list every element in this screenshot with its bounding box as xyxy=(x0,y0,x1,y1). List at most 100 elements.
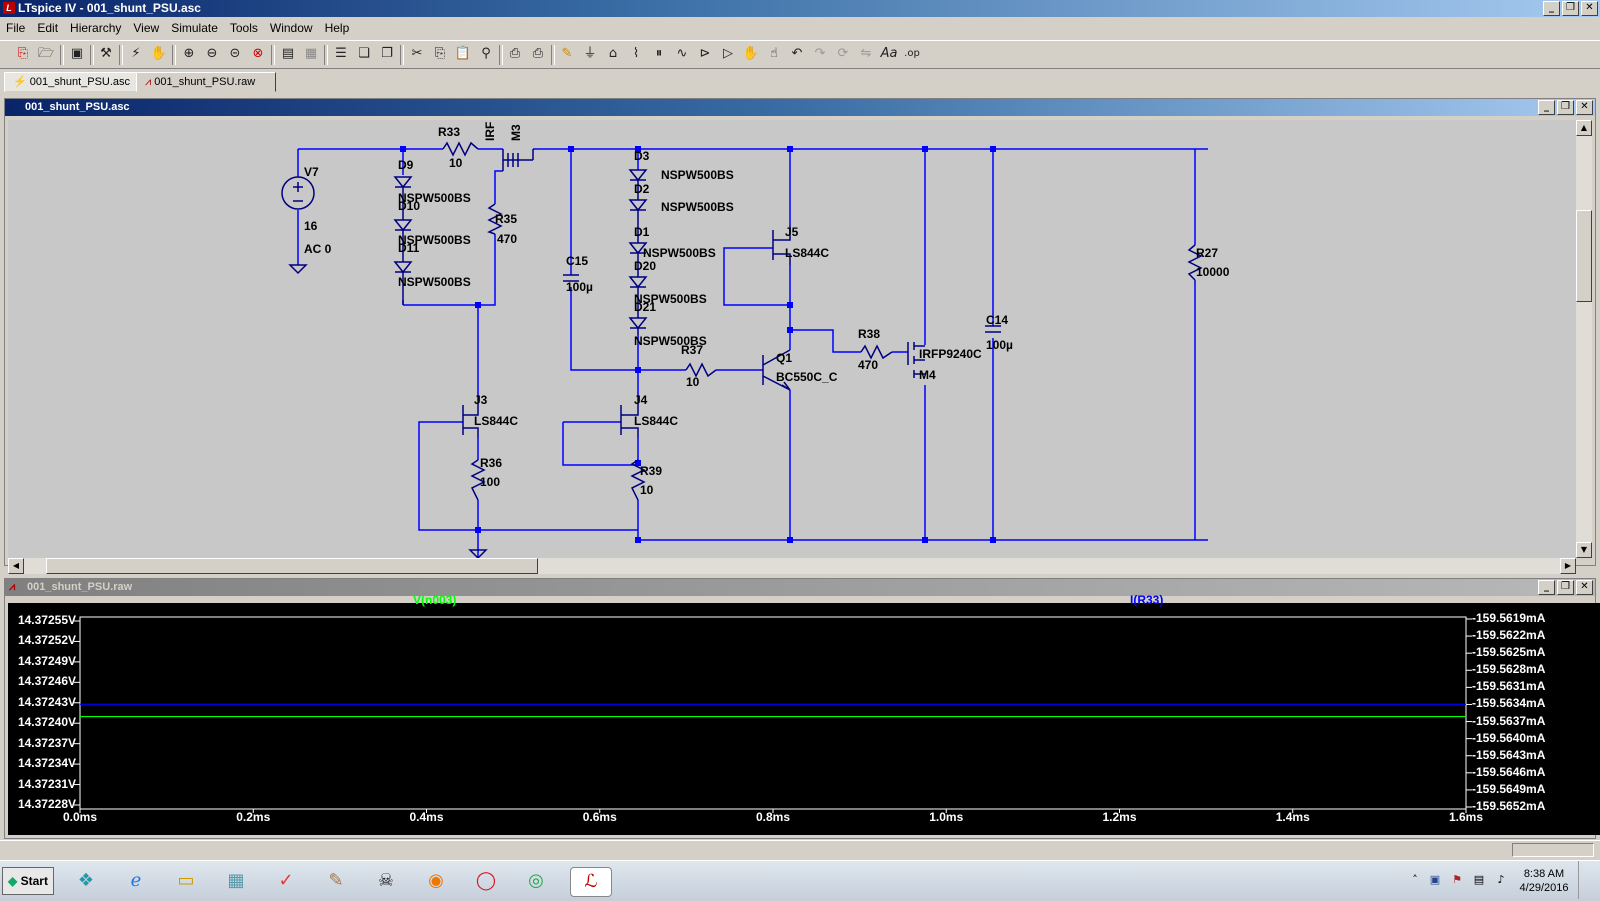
paint-icon[interactable]: ✎ xyxy=(328,870,344,891)
ltspice-icon[interactable]: ℒ xyxy=(570,867,612,897)
show-hidden-icons-icon[interactable]: ˄ xyxy=(1412,873,1418,886)
minimize-button[interactable]: _ xyxy=(1538,580,1555,595)
zoom-fit-icon[interactable]: ⊗ xyxy=(252,46,264,61)
schematic-vertical-scrollbar[interactable]: ▲ ▼ xyxy=(1576,120,1592,558)
close-button[interactable]: ✕ xyxy=(1576,100,1593,115)
vivaldi-icon[interactable]: ✓ xyxy=(278,870,294,891)
scroll-thumb[interactable] xyxy=(46,558,538,574)
label-d11: D11 xyxy=(398,241,420,255)
start-button[interactable]: ◆ Start xyxy=(2,867,54,895)
trace-label-current[interactable]: I(R33) xyxy=(1130,593,1164,607)
waveform-icon: ⩘ xyxy=(145,76,152,88)
copy-icon[interactable]: ⎘ xyxy=(434,46,446,61)
calculator-icon[interactable]: ▦ xyxy=(227,870,245,891)
left-tick-label: 14.37249V xyxy=(17,653,76,668)
component-icon[interactable]: ▷ xyxy=(723,46,733,61)
app-tray-icon[interactable]: ▣ xyxy=(1429,873,1441,886)
control-panel-icon[interactable]: ⚒ xyxy=(100,46,112,61)
kodi-icon[interactable]: ❖ xyxy=(77,870,95,891)
grid-icon[interactable]: ▦ xyxy=(304,46,318,61)
alien-icon[interactable]: ☠ xyxy=(377,870,395,891)
scroll-up-button[interactable]: ▲ xyxy=(1576,120,1592,136)
label-net-icon[interactable]: ⌂ xyxy=(608,46,618,61)
menu-view[interactable]: View xyxy=(133,20,160,35)
zoom-out-icon[interactable]: ⊖ xyxy=(206,46,218,61)
halt-icon[interactable]: ✋ xyxy=(150,46,168,61)
print-setup-icon[interactable]: ⎙ xyxy=(509,46,521,61)
print-icon[interactable]: ⎙ xyxy=(532,46,544,61)
volume-icon[interactable]: ♪ xyxy=(1497,873,1505,886)
capacitor-icon[interactable]: ⏸ xyxy=(655,46,663,61)
restore-button[interactable]: ❐ xyxy=(1562,1,1579,16)
restore-button[interactable]: ❐ xyxy=(1557,100,1574,115)
paste-icon[interactable]: 📋 xyxy=(454,46,472,61)
menu-window[interactable]: Window xyxy=(269,20,313,35)
schematic-canvas[interactable]: V7 16 AC 0 R33 10 IRF M3 D9 NSPW500BS D1… xyxy=(8,120,1576,558)
scroll-thumb[interactable] xyxy=(1576,210,1592,302)
tile-vertical-icon[interactable]: ❏ xyxy=(358,46,370,61)
zoom-in-icon[interactable]: ⊕ xyxy=(183,46,195,61)
opera-icon[interactable]: ◯ xyxy=(475,870,497,891)
run-icon[interactable]: ⚡ xyxy=(131,46,141,61)
save-icon[interactable]: ▣ xyxy=(70,46,84,61)
firefox-icon[interactable]: ◉ xyxy=(428,870,444,891)
inductor-icon[interactable]: ∿ xyxy=(676,46,688,61)
clock[interactable]: 8:38 AM 4/29/2016 xyxy=(1516,867,1572,895)
left-tick-label: 14.37240V xyxy=(17,715,76,730)
right-tick-label: -159.5646mA xyxy=(1472,764,1546,779)
wire-icon[interactable]: ✎ xyxy=(561,46,573,61)
junctions xyxy=(400,146,996,543)
menu-hierarchy[interactable]: Hierarchy xyxy=(70,20,122,35)
label-d2-model: NSPW500BS xyxy=(661,200,734,214)
resistor-icon[interactable]: ⌇ xyxy=(632,46,640,61)
x-tick-label: 0.4ms xyxy=(409,810,444,824)
tab-schematic[interactable]: ⚡ 001_shunt_PSU.asc xyxy=(4,72,148,92)
undo-icon[interactable]: ↶ xyxy=(791,46,803,61)
menu-tools[interactable]: Tools xyxy=(229,20,258,35)
cut-icon[interactable]: ✂ xyxy=(411,46,423,61)
text-icon[interactable]: Aa xyxy=(880,46,898,61)
scroll-down-button[interactable]: ▼ xyxy=(1576,542,1592,558)
x-tick-label: 1.2ms xyxy=(1102,810,1137,824)
show-desktop-button[interactable] xyxy=(1578,861,1599,899)
network-icon[interactable]: ▤ xyxy=(1473,873,1485,886)
mirror-icon[interactable]: ⇋ xyxy=(860,46,872,61)
scroll-right-button[interactable]: ▶ xyxy=(1560,558,1576,574)
ground-icon[interactable]: ⏚ xyxy=(583,46,597,61)
drag-icon[interactable]: ☝ xyxy=(770,46,778,61)
scroll-left-button[interactable]: ◀ xyxy=(8,558,24,574)
spice-directive-icon[interactable]: .op xyxy=(904,48,920,59)
menu-help[interactable]: Help xyxy=(324,20,350,35)
trace-label-voltage[interactable]: V(n003) xyxy=(413,593,457,607)
action-center-icon[interactable]: ⚑ xyxy=(1452,873,1462,886)
minimize-button[interactable]: _ xyxy=(1543,1,1560,16)
diode-icon[interactable]: ⊳ xyxy=(699,46,711,61)
restore-button[interactable]: ❐ xyxy=(1557,580,1574,595)
new-schematic-icon[interactable]: ⎘ xyxy=(17,46,29,61)
menu-file[interactable]: File xyxy=(6,20,26,35)
autorange-icon[interactable]: ▤ xyxy=(281,46,295,61)
open-icon[interactable]: 🗁 xyxy=(37,46,55,61)
rotate-icon[interactable]: ⟳ xyxy=(837,46,849,61)
tab-waveform[interactable]: ⩘ 001_shunt_PSU.raw xyxy=(136,72,276,92)
internet-explorer-icon[interactable]: ℯ xyxy=(130,870,142,891)
move-icon[interactable]: ✋ xyxy=(742,46,760,61)
component-labels: V7 16 AC 0 R33 10 IRF M3 D9 NSPW500BS D1… xyxy=(304,122,1230,497)
chrome-icon[interactable]: ◎ xyxy=(528,870,544,891)
waveform-window-title: 001_shunt_PSU.raw xyxy=(27,581,133,593)
label-j3-model: LS844C xyxy=(474,414,518,428)
close-button[interactable]: ✕ xyxy=(1576,580,1593,595)
zoom-back-icon[interactable]: ⊝ xyxy=(229,46,241,61)
tile-horizontal-icon[interactable]: ☰ xyxy=(335,46,347,61)
minimize-button[interactable]: _ xyxy=(1538,100,1555,115)
close-button[interactable]: ✕ xyxy=(1581,1,1598,16)
menu-simulate[interactable]: Simulate xyxy=(171,20,218,35)
menu-edit[interactable]: Edit xyxy=(37,20,59,35)
taskbar: ◆ Start ❖ ℯ ▭ ▦ ✓ ✎ ☠ ◉ ◯ ◎ ℒ ˄ ▣ ⚑ ▤ ♪ … xyxy=(0,860,1600,901)
cascade-icon[interactable]: ❐ xyxy=(381,46,393,61)
redo-icon[interactable]: ↷ xyxy=(814,46,826,61)
find-icon[interactable]: ⚲ xyxy=(481,46,491,61)
schematic-horizontal-scrollbar[interactable]: ◀ ▶ xyxy=(8,558,1576,574)
file-explorer-icon[interactable]: ▭ xyxy=(177,870,195,891)
